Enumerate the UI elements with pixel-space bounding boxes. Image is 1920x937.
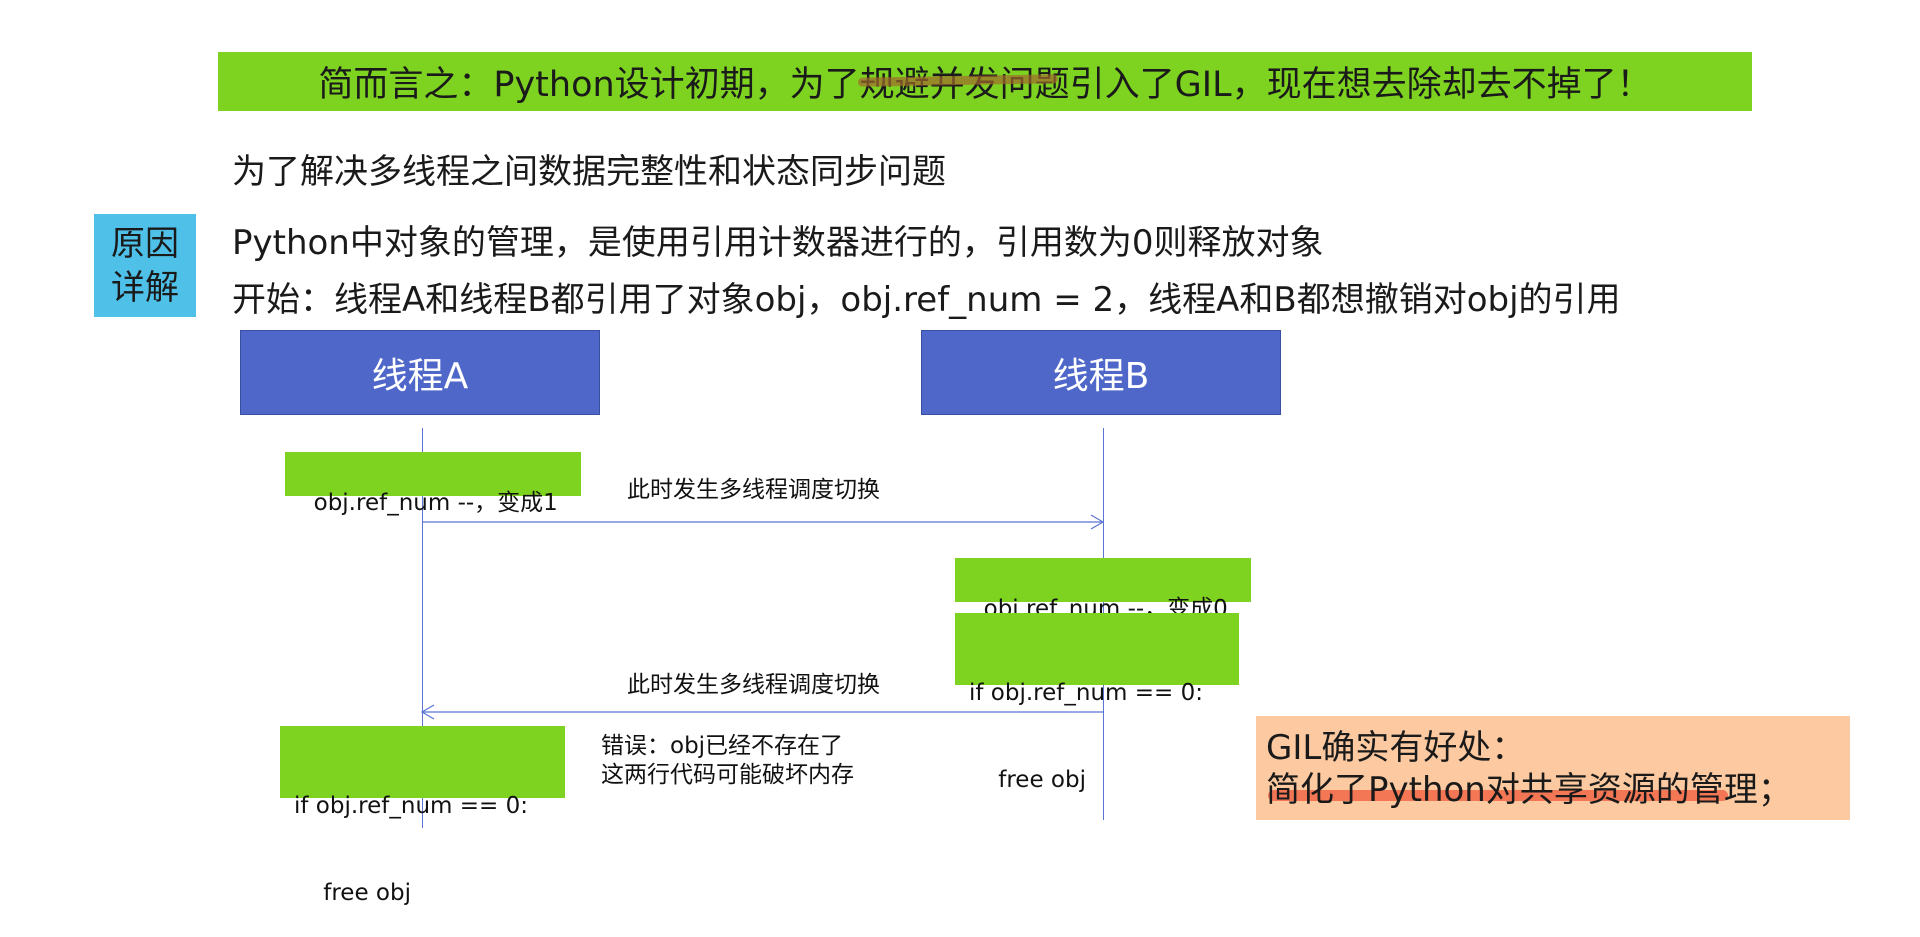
reason-detail-badge: 原因 详解 <box>94 214 196 317</box>
thread-a-header: 线程A <box>240 330 600 415</box>
summary-banner: 简而言之：Python设计初期，为了规避并发问题引入了GIL，现在想去除却去不掉… <box>218 52 1752 111</box>
thread-b-check-line-1: if obj.ref_num == 0: <box>969 680 1203 706</box>
gil-benefit-text: 简化了Python对共享资源的管理； <box>1266 770 1792 810</box>
switch-label-2: 此时发生多线程调度切换 <box>627 672 880 698</box>
thread-a-check-line-2: free obj <box>294 880 411 906</box>
scenario-line: 开始：线程A和线程B都引用了对象obj，obj.ref_num = 2，线程A和… <box>232 280 1621 320</box>
summary-banner-text: 简而言之：Python设计初期，为了规避并发问题引入了GIL，现在想去除却去不掉… <box>318 65 1652 105</box>
highlight-underline-mark <box>1268 790 1728 801</box>
switch-label-1: 此时发生多线程调度切换 <box>627 477 880 503</box>
thread-a-decrement-step: obj.ref_num --，变成1 <box>285 452 581 516</box>
switch-arrow-b-to-a <box>420 704 1103 720</box>
thread-b-header: 线程B <box>921 330 1281 415</box>
badge-line-1: 原因 <box>111 223 179 264</box>
error-note: 错误：obj已经不存在了 这两行代码可能破坏内存 <box>601 732 854 790</box>
thread-a-decrement-text: obj.ref_num --，变成1 <box>313 490 558 516</box>
badge-line-2: 详解 <box>111 267 179 308</box>
switch-arrows <box>420 514 1105 720</box>
error-note-line-1: 错误：obj已经不存在了 <box>601 733 844 759</box>
gil-benefit-box <box>1256 716 1850 820</box>
switch-arrow-a-to-b <box>422 514 1105 530</box>
refcount-line: Python中对象的管理，是使用引用计数器进行的，引用数为0则释放对象 <box>232 223 1324 263</box>
thread-b-free-step: if obj.ref_num == 0: free obj <box>955 613 1239 793</box>
thread-b-check-line-2: free obj <box>969 767 1086 793</box>
thread-a-check-line-1: if obj.ref_num == 0: <box>294 793 528 819</box>
thread-a-label: 线程A <box>371 355 469 397</box>
thread-b-decrement-step: obj.ref_num --，变成0 <box>955 558 1251 622</box>
thread-a-free-step: if obj.ref_num == 0: free obj <box>280 726 565 906</box>
thread-a-lifeline <box>422 428 423 828</box>
thread-b-label: 线程B <box>1052 355 1150 397</box>
error-note-line-2: 这两行代码可能破坏内存 <box>601 762 854 788</box>
gil-benefit-title: GIL确实有好处： <box>1266 728 1526 768</box>
reason-line: 为了解决多线程之间数据完整性和状态同步问题 <box>232 152 946 192</box>
